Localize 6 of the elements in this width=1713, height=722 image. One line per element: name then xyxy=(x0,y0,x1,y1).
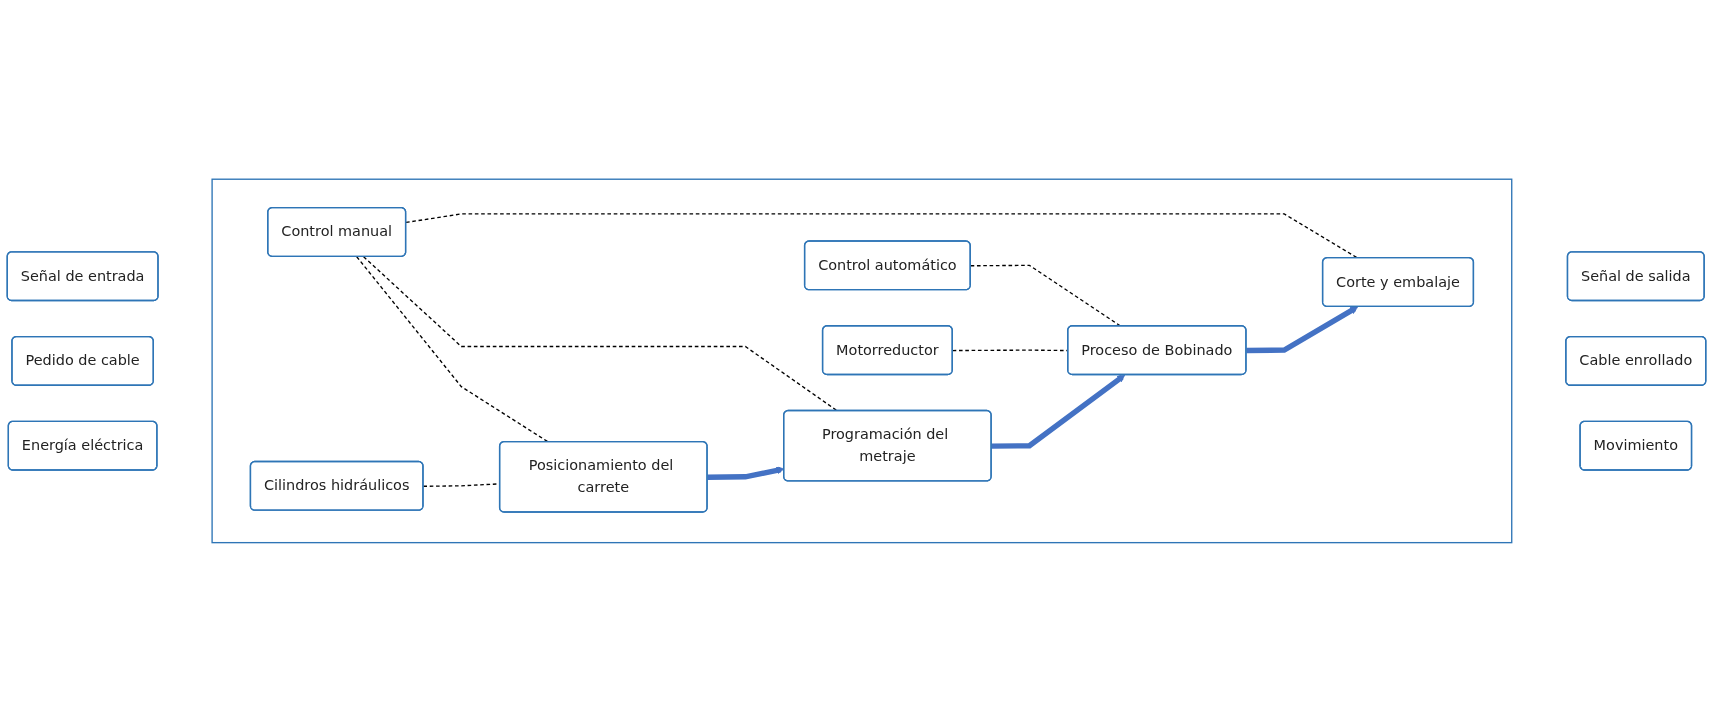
arrow xyxy=(1246,306,1359,354)
cluster xyxy=(211,178,1513,544)
connector xyxy=(362,256,839,412)
connector xyxy=(356,256,550,443)
connector xyxy=(405,213,1359,259)
arrow xyxy=(991,374,1126,449)
